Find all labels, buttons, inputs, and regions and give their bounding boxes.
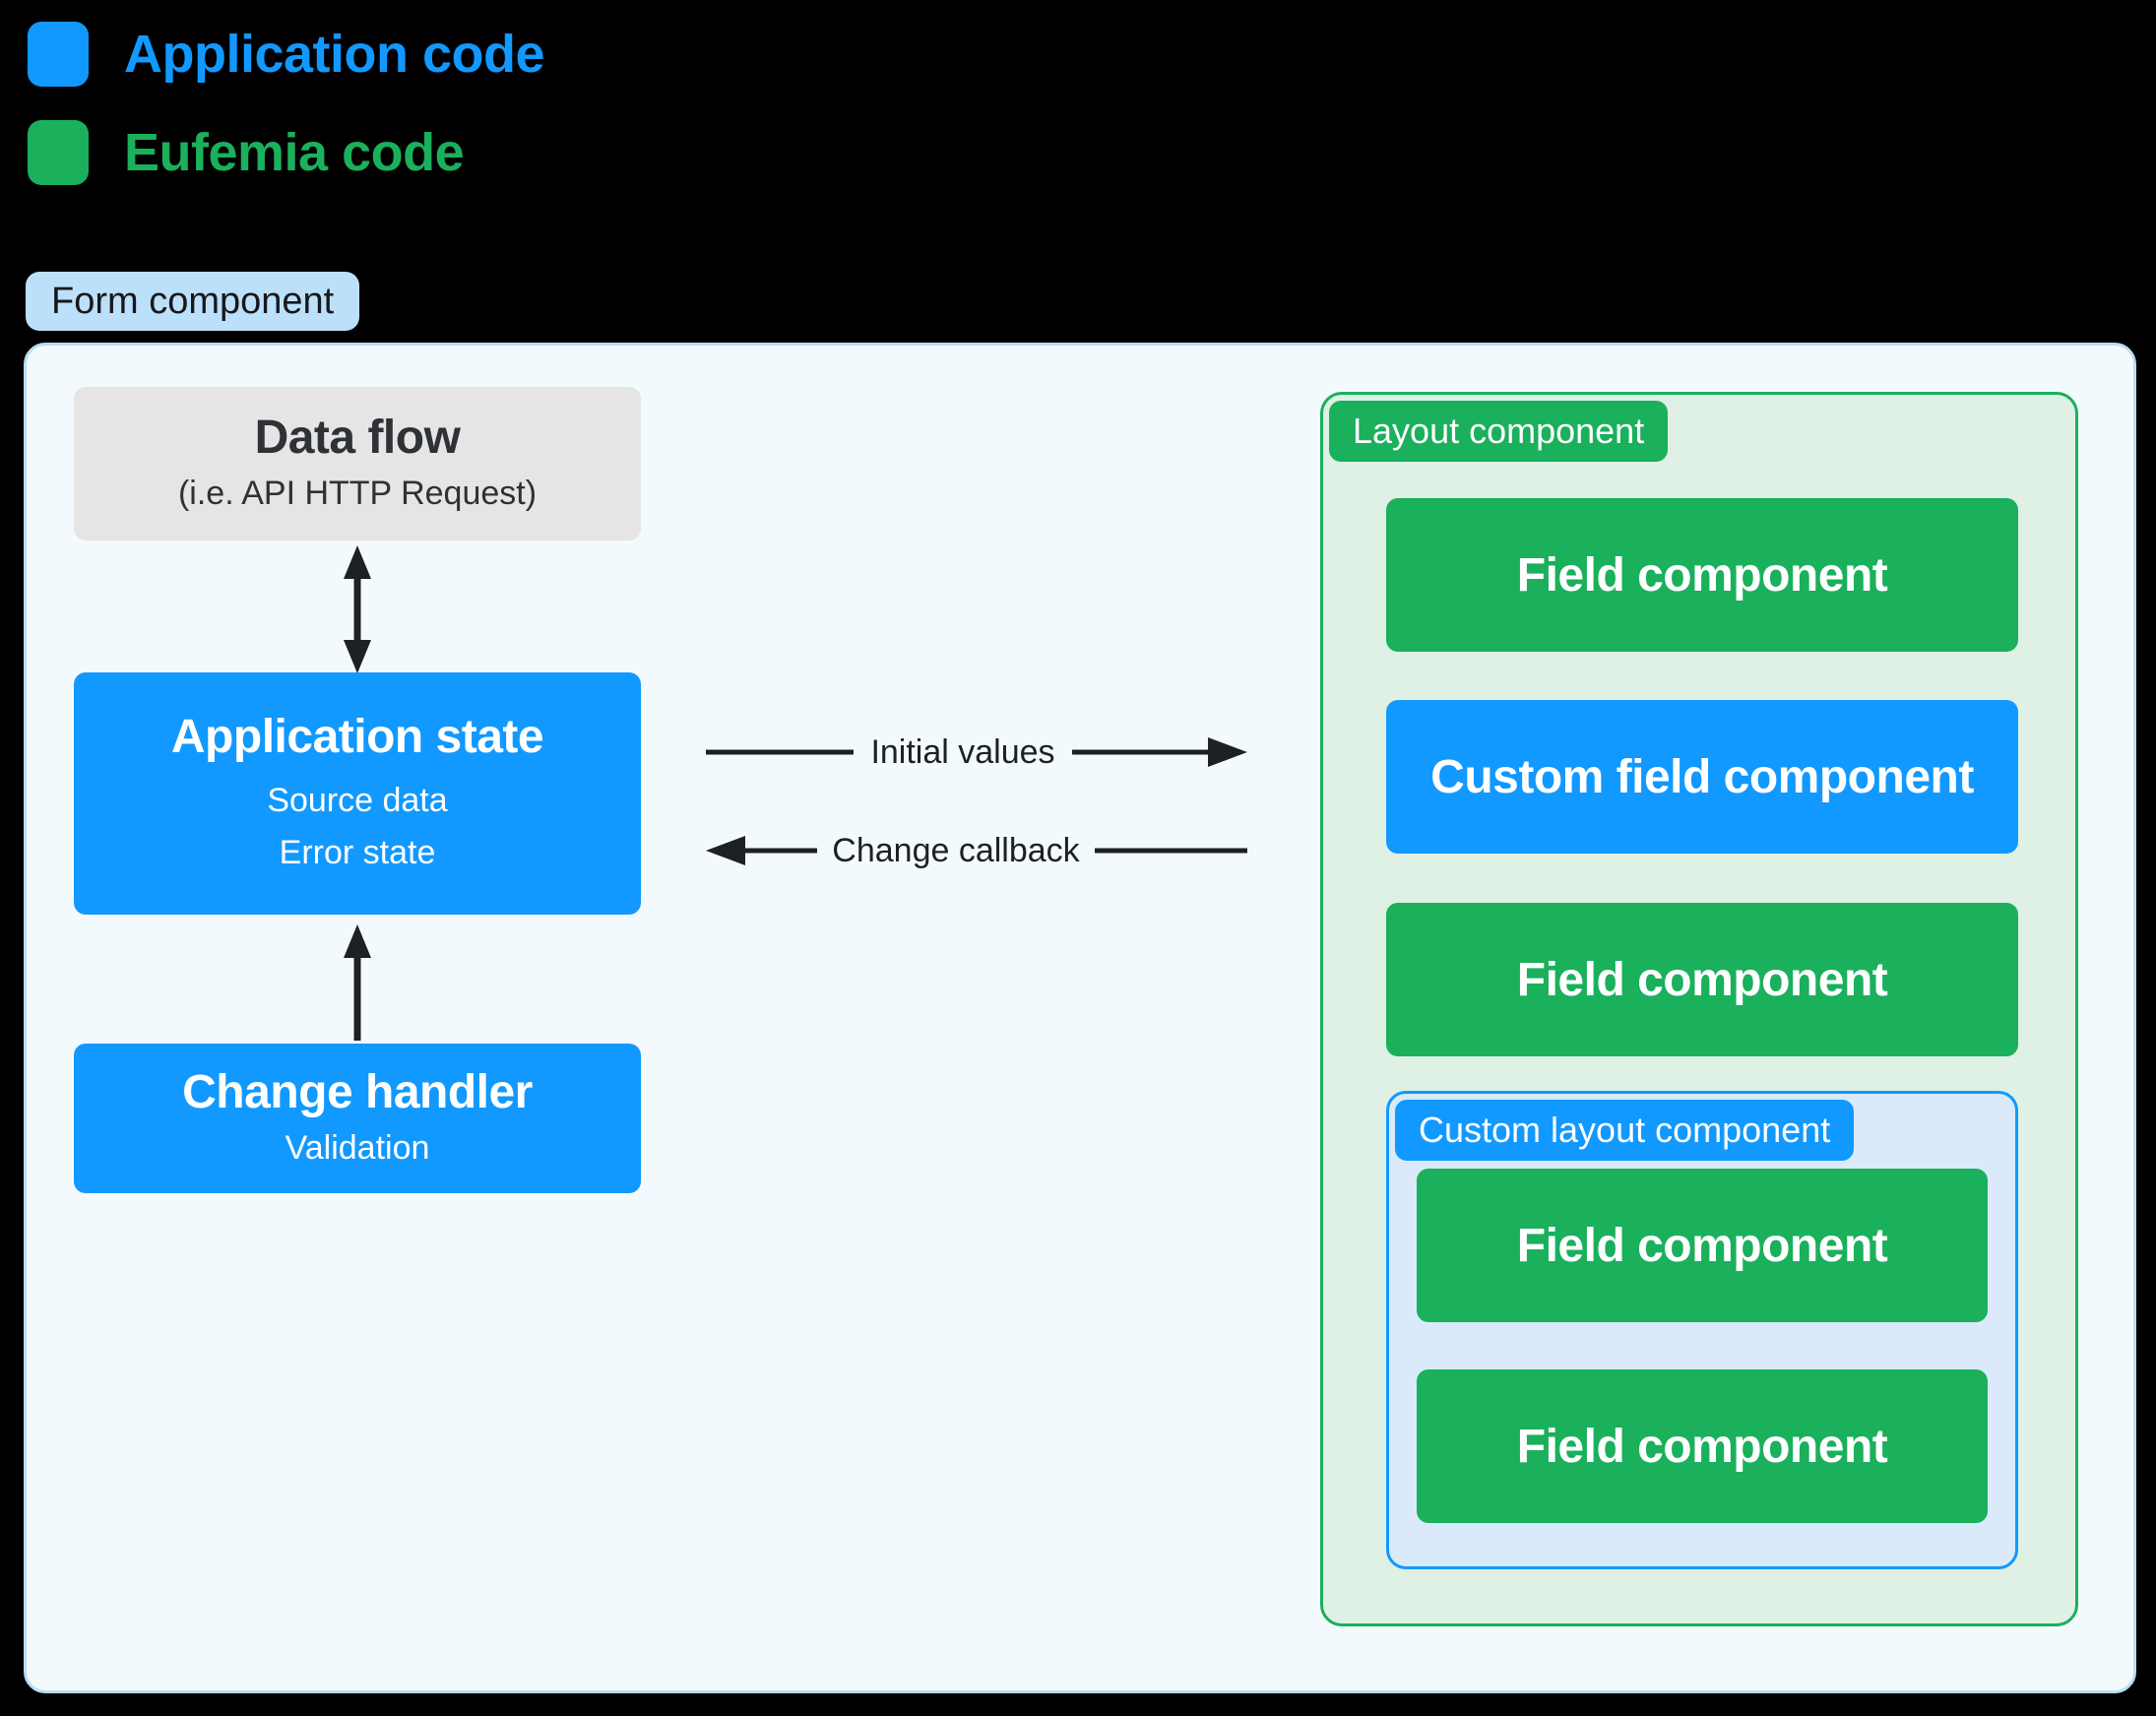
form-component-container: Data flow (i.e. API HTTP Request) Applic…: [24, 343, 2136, 1693]
eufemia-code-swatch-icon: [28, 120, 89, 185]
initial-values-label: Initial values: [870, 732, 1055, 771]
application-state-line-1: Source data: [267, 782, 448, 820]
application-state-title: Application state: [170, 711, 544, 764]
up-arrow-icon: [341, 924, 374, 1041]
change-callback-flow: Change callback: [706, 831, 1247, 870]
application-state-line-2: Error state: [279, 834, 436, 871]
custom-layout-component-label: Custom layout component: [1395, 1100, 1855, 1161]
change-handler-title: Change handler: [182, 1065, 533, 1118]
data-flow-title: Data flow: [254, 411, 461, 464]
custom-field-component-box: Custom field component: [1386, 700, 2018, 854]
line-segment: [706, 749, 854, 755]
change-handler-subtitle: Validation: [285, 1128, 430, 1167]
layout-component-label: Layout component: [1329, 401, 1669, 462]
line-segment: [1094, 848, 1247, 854]
legend-label-eufemia-code: Eufemia code: [124, 123, 465, 182]
field-component-box: Field component: [1417, 1169, 1988, 1322]
change-callback-label: Change callback: [832, 831, 1080, 869]
field-component-box: Field component: [1386, 903, 2018, 1056]
legend-item-eufemia-code: Eufemia code: [28, 120, 544, 185]
initial-values-flow: Initial values: [706, 732, 1247, 772]
application-state-box: Application state Source data Error stat…: [74, 672, 641, 915]
change-handler-box: Change handler Validation: [74, 1044, 641, 1193]
application-code-swatch-icon: [28, 22, 89, 87]
left-arrow-icon: [706, 836, 817, 865]
legend: Application code Eufemia code: [28, 22, 545, 219]
data-flow-subtitle: (i.e. API HTTP Request): [177, 474, 538, 512]
bidirectional-arrow-icon: [341, 545, 374, 673]
right-arrow-icon: [1071, 737, 1247, 767]
legend-item-application-code: Application code: [28, 22, 545, 87]
layout-component-container: Layout component Field component Custom …: [1320, 392, 2078, 1626]
legend-label-application-code: Application code: [124, 25, 545, 84]
field-component-box: Field component: [1417, 1369, 1988, 1523]
form-component-label: Form component: [26, 272, 360, 331]
data-flow-box: Data flow (i.e. API HTTP Request): [74, 387, 641, 540]
custom-layout-component-container: Custom layout component Field component …: [1386, 1091, 2018, 1569]
field-component-box: Field component: [1386, 498, 2018, 652]
